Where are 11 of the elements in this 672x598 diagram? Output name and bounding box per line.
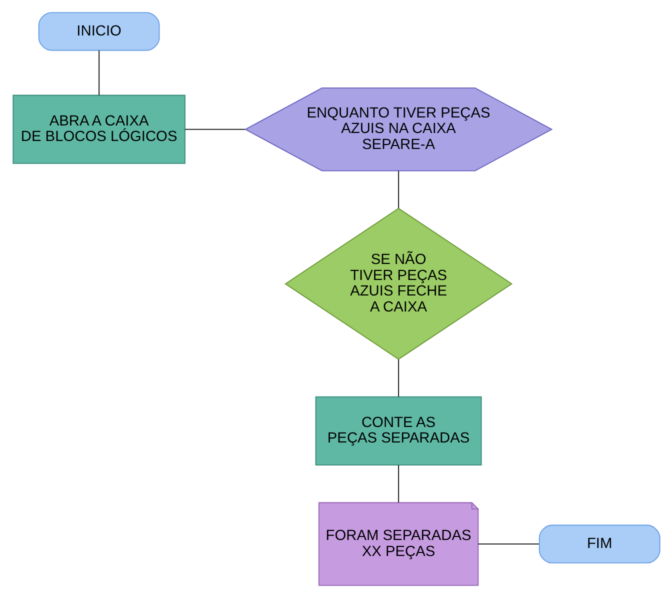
node-box: FIM: [538, 524, 660, 564]
connector: [478, 544, 538, 545]
node-diamond: SE NÃO TIVER PEÇAS AZUIS FECHE A CAIXA: [284, 208, 512, 360]
node-box: ABRA A CAIXA DE BLOCOS LÓGICOS: [12, 94, 185, 164]
node-box: CONTE AS PEÇAS SEPARADAS: [314, 396, 482, 466]
connector: [184, 128, 245, 130]
connector: [398, 465, 399, 502]
connector: [398, 360, 399, 397]
connector: [98, 50, 100, 96]
node-box: INICIO: [38, 12, 160, 51]
connector: [398, 170, 399, 208]
